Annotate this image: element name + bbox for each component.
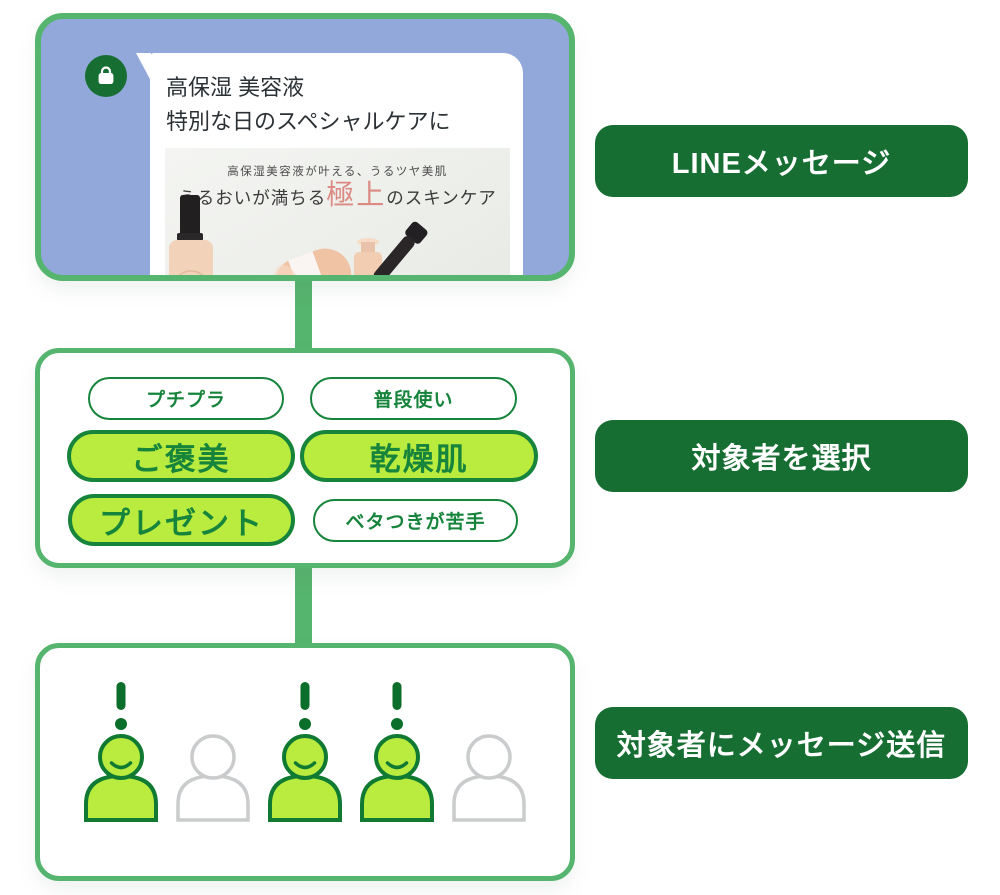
banner-tagline: 高保湿美容液が叶える、うるツヤ美肌 [227,166,448,178]
exclamation-icon [115,682,127,730]
product-banner: 高保湿美容液が叶える、うるツヤ美肌 うるおいが満ちる極上のスキンケア [165,148,510,275]
message-title-line1: 高保湿 美容液 [166,75,305,100]
headline-pre: うるおいが満ちる [178,188,327,208]
person-icon-selected [84,682,158,822]
message-title-line2: 特別な日のスペシャルケアに [166,109,451,134]
connector-line-2 [295,555,312,655]
person-icon-selected [268,682,342,822]
person-icon-unselected [452,734,526,822]
person-icon-unselected [176,734,250,822]
tag-pill-kansouhada-selected[interactable]: 乾燥肌 [300,430,538,482]
exclamation-icon [299,682,311,730]
step-label-select-audience: 対象者を選択 [595,420,968,492]
tag-pill-gohoubi-selected[interactable]: ご褒美 [67,430,295,482]
shopping-bag-icon [98,66,114,84]
skincare-products-photo [169,195,428,275]
message-text: 高保湿 美容液 特別な日のスペシャルケアに [150,53,523,139]
headline-post: のスキンケア [386,188,497,208]
audience-select-card: プチプラ 普段使い ご褒美 乾燥肌 プレゼント ベタつきが苦手 [35,348,575,568]
person-icon-selected [360,682,434,822]
step-label-line-message: LINEメッセージ [595,125,968,197]
step-label-send-message: 対象者にメッセージ送信 [595,707,968,779]
connector-line-1 [295,265,312,360]
tag-pill-fudanzukai[interactable]: 普段使い [310,377,517,420]
recipients-row [40,648,570,822]
avatar [85,55,127,97]
chat-bubble-tail [136,53,151,81]
chat-bubble: 高保湿 美容液 特別な日のスペシャルケアに 高保湿美容液が叶える、うるツヤ美肌 … [150,53,523,275]
exclamation-icon [391,682,403,730]
tag-pill-puchipura[interactable]: プチプラ [88,377,284,420]
tag-pill-present-selected[interactable]: プレゼント [68,494,295,546]
banner-headline: うるおいが満ちる極上のスキンケア [165,182,510,210]
tag-pill-betatsuki[interactable]: ベタつきが苦手 [313,499,518,542]
line-message-card: 高保湿 美容液 特別な日のスペシャルケアに 高保湿美容液が叶える、うるツヤ美肌 … [35,13,575,281]
headline-accent: 極上 [326,180,387,211]
recipients-card [35,643,575,881]
